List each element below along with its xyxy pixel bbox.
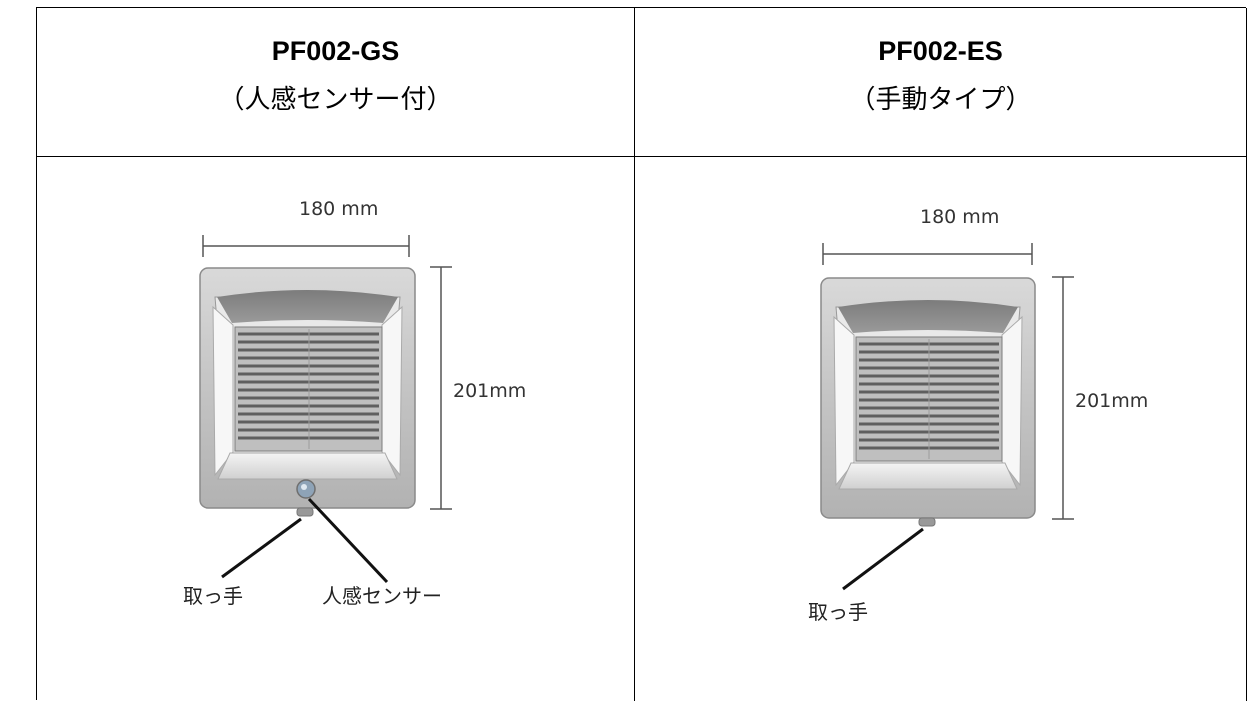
handle-icon [296, 507, 314, 517]
model-type: （人感センサー付） [218, 85, 453, 115]
handle-label: 取っ手 [808, 600, 868, 624]
width-label: 180 mm [920, 206, 1000, 228]
fan-body [820, 277, 1036, 527]
height-label: 201mm [453, 380, 527, 402]
height-dimension [430, 266, 452, 510]
height-label: 201mm [1075, 390, 1149, 412]
fan-diagram-es [820, 243, 1074, 591]
width-label: 180 mm [299, 198, 379, 220]
width-dimension [202, 235, 410, 257]
drawing-cell-gs: 180 mm 201mm 取っ手 人感センサー [37, 157, 635, 701]
header-cell-es: PF002-ES （手動タイプ） [635, 8, 1247, 157]
model-type: （手動タイプ） [849, 85, 1032, 115]
handle-icon [918, 517, 936, 527]
fan-diagram-gs [199, 235, 452, 584]
comparison-table: PF002-GS （人感センサー付） PF002-ES （手動タイプ） [36, 7, 1247, 701]
handle-callout-line [842, 527, 924, 591]
handle-label: 取っ手 [183, 584, 243, 608]
sensor-label: 人感センサー [322, 584, 442, 608]
header-cell-gs: PF002-GS （人感センサー付） [37, 8, 635, 157]
model-name: PF002-GS [271, 36, 400, 66]
fan-body [199, 267, 416, 517]
handle-callout-line [221, 517, 302, 579]
width-dimension [822, 243, 1033, 265]
height-dimension [1052, 276, 1074, 520]
sensor-callout-line [307, 497, 389, 584]
drawing-cell-es: 180 mm 201mm 取っ手 [635, 157, 1247, 701]
model-name: PF002-ES [878, 36, 1003, 66]
